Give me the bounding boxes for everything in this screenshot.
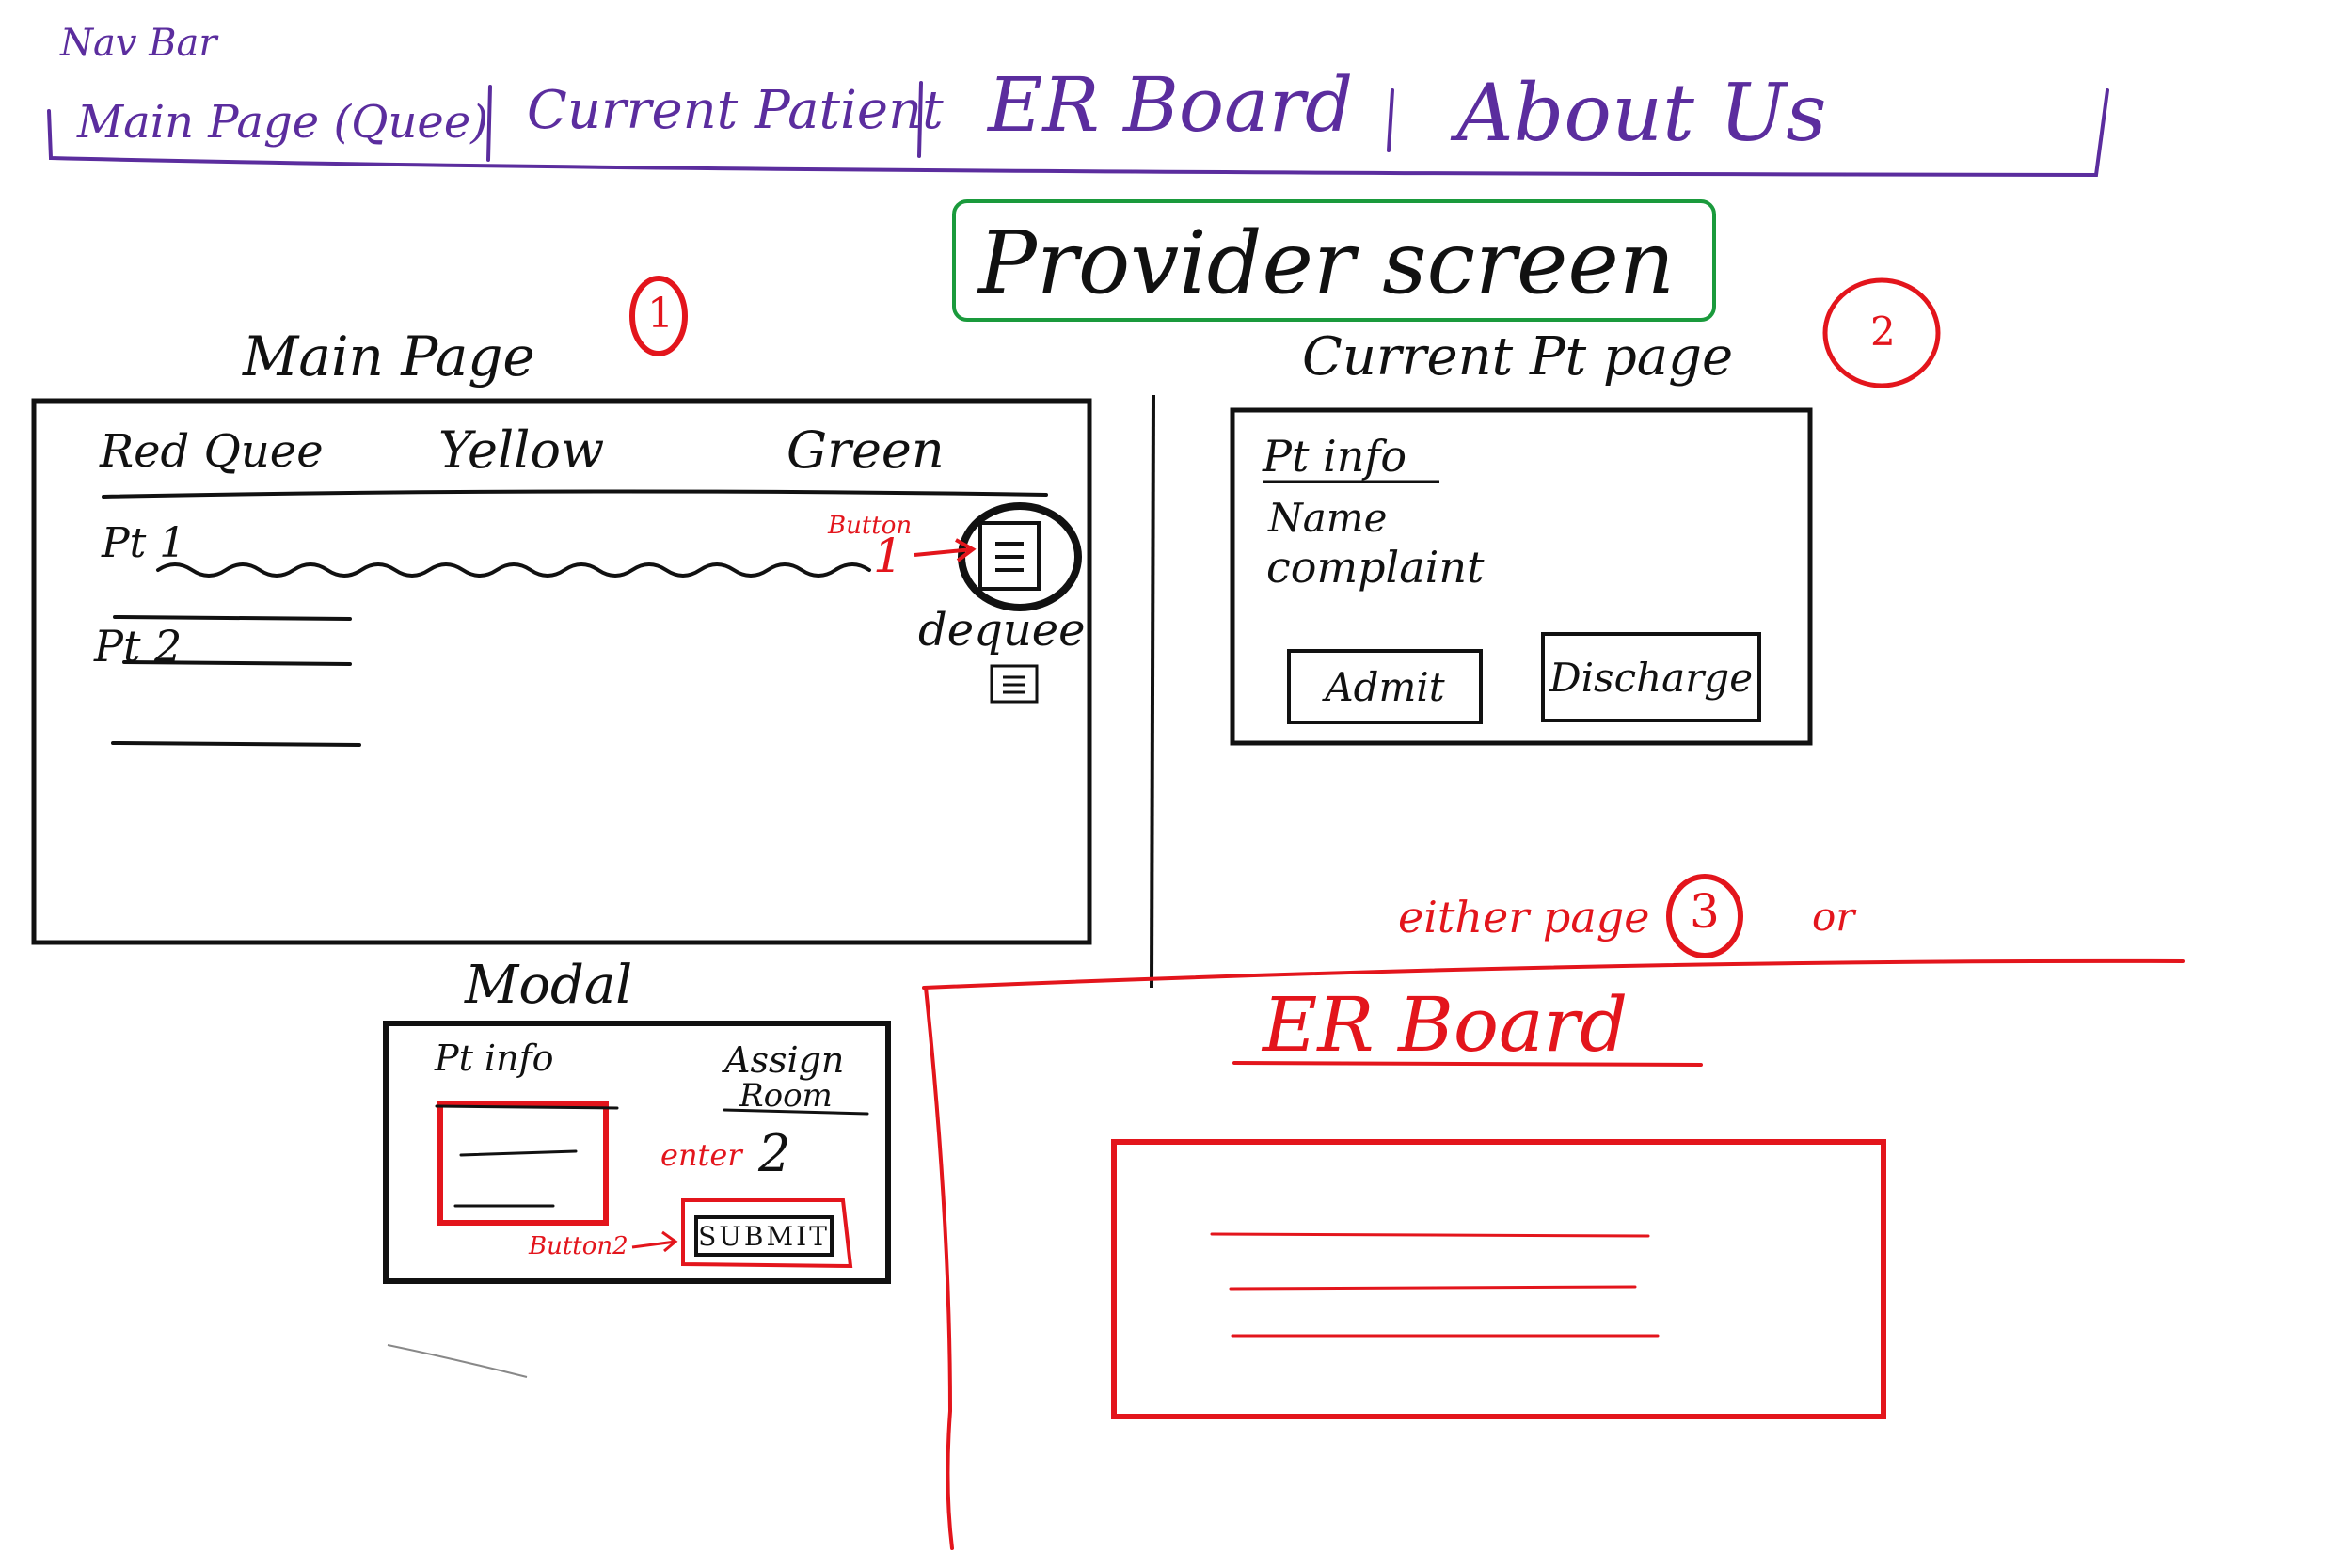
dequeue-label: dequee bbox=[918, 604, 1086, 657]
number-circle-1 bbox=[629, 276, 688, 356]
er-board-region bbox=[922, 958, 2185, 1550]
modal-title: Modal bbox=[465, 955, 633, 1016]
button-1-arrow bbox=[914, 538, 977, 562]
current-pt-title: Current Pt page bbox=[1302, 326, 1734, 388]
dequeue-button[interactable] bbox=[969, 508, 1073, 606]
column-yellow: Yellow bbox=[438, 420, 605, 480]
queue-row-pt-2[interactable]: Pt 2 bbox=[94, 621, 183, 672]
column-red-queue: Red Quee bbox=[100, 425, 324, 478]
button-1-icon bbox=[978, 521, 1041, 591]
enter-arrow bbox=[631, 1230, 678, 1253]
queue-row-pt-1[interactable]: Pt 1 bbox=[102, 519, 186, 567]
submit-button[interactable]: SUBMIT bbox=[694, 1215, 834, 1257]
er-board-number: 3 bbox=[1690, 884, 1720, 939]
submit-red-outline bbox=[681, 1198, 853, 1269]
number-circle-3 bbox=[1666, 874, 1743, 958]
nav-item-main-page[interactable]: Main Page (Quee) bbox=[77, 96, 488, 149]
either-page-text: either page bbox=[1398, 892, 1650, 942]
main-page-box bbox=[31, 398, 1092, 945]
column-green: Green bbox=[787, 420, 945, 480]
current-pt-box bbox=[1230, 407, 1813, 746]
modal-box bbox=[383, 1021, 891, 1284]
admit-button[interactable]: Admit bbox=[1287, 649, 1483, 724]
nav-item-current-patient[interactable]: Current Patient bbox=[527, 80, 944, 141]
field-complaint: complaint bbox=[1266, 542, 1485, 593]
dequeue-icon bbox=[990, 664, 1039, 704]
er-board-rows bbox=[1210, 1232, 1660, 1338]
field-name: Name bbox=[1268, 495, 1388, 541]
current-pt-number: 2 bbox=[1870, 309, 1896, 355]
modal-red-box bbox=[437, 1101, 609, 1226]
main-page-lines bbox=[102, 489, 1048, 747]
main-page-title: Main Page bbox=[243, 325, 535, 388]
provider-screen-title: Provider screen bbox=[978, 213, 1676, 313]
main-page-number: 1 bbox=[647, 290, 674, 338]
stray-stroke bbox=[387, 1344, 528, 1378]
button-2-note: Button2 bbox=[529, 1232, 628, 1260]
number-circle-2 bbox=[1822, 277, 1941, 388]
provider-title-box bbox=[952, 199, 1716, 322]
nav-item-about-us[interactable]: About Us bbox=[1456, 67, 1827, 159]
modal-pt-info-label: Pt info bbox=[435, 1037, 554, 1079]
nav-item-er-board[interactable]: ER Board bbox=[988, 61, 1354, 149]
or-text: or bbox=[1812, 894, 1855, 940]
pt-info-heading: Pt info bbox=[1263, 431, 1407, 482]
modal-room-value[interactable]: 2 bbox=[758, 1124, 791, 1183]
modal-assign-label: Assign bbox=[724, 1039, 845, 1081]
er-board-table bbox=[1111, 1139, 1886, 1419]
er-board-title: ER Board bbox=[1263, 981, 1629, 1069]
nav-bar-note: Nav Bar bbox=[60, 22, 217, 65]
nav-bar-frame bbox=[47, 81, 2109, 178]
vertical-divider bbox=[1150, 394, 1155, 989]
discharge-button[interactable]: Discharge bbox=[1541, 632, 1761, 722]
modal-enter-label: enter bbox=[660, 1137, 742, 1173]
modal-room-label: Room bbox=[739, 1077, 833, 1115]
modal-lines bbox=[435, 1104, 869, 1208]
button-1-number: 1 bbox=[873, 529, 903, 583]
button-1-note: Button bbox=[828, 512, 913, 540]
